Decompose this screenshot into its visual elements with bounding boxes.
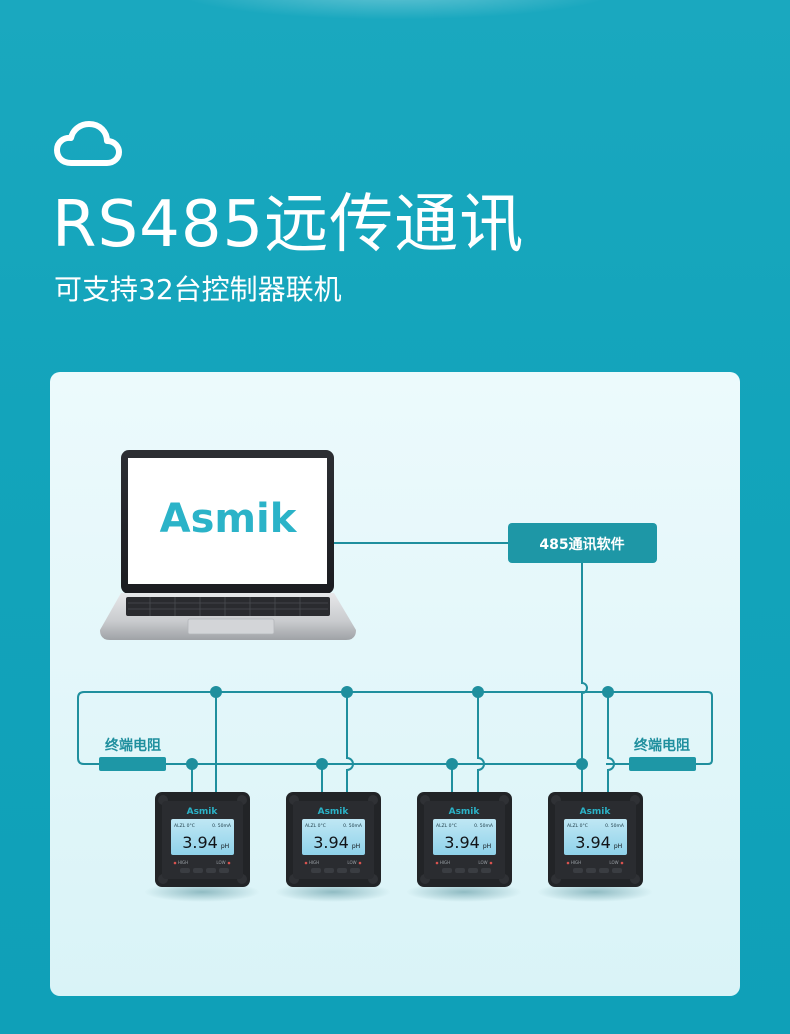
laptop-brand-logo: Asmik [160,496,298,542]
controller-reading: 3.94 [444,833,480,852]
controller-keypad [311,868,360,873]
page-title: RS485远传通讯 [52,188,525,262]
software-box: 485通讯软件 [508,523,657,563]
controller-keypad [442,868,491,873]
controller-lcd [171,819,234,855]
controller-brand: Asmik [580,807,612,817]
controller-status-right: 0. 50mA [212,823,232,829]
terminator-right: 终端电阻 [629,737,696,771]
controller-keypad [180,868,229,873]
controller-status-left: ALZL 0°C [174,823,195,829]
bus-line-a [216,691,713,765]
junction-node [472,686,484,698]
controller-reading: 3.94 [575,833,611,852]
junction-node [576,758,588,770]
controller-reading: 3.94 [182,833,218,852]
laptop-screen [128,458,327,584]
laptop-keyboard [126,597,330,616]
controller-status-left: ALZL 0°C [305,823,326,829]
controller-unit: Asmik ALZL 0°C 0. 50mA 3.94 pH HIGH LOW [275,792,391,902]
controller-high-label: HIGH [309,860,319,865]
page-subtitle: 可支持32台控制器联机 [54,273,342,306]
controller-lcd [564,819,627,855]
top-glow [170,0,620,20]
controller-low-label: LOW [478,860,487,865]
terminator-label: 终端电阻 [634,737,690,754]
controller-lcd [302,819,365,855]
controller-status-right: 0. 50mA [343,823,363,829]
controller-unit: Asmik ALZL 0°C 0. 50mA 3.94 pH HIGH LOW [144,792,260,902]
junction-node [446,758,458,770]
controller-brand: Asmik [318,807,350,817]
junction-node [341,686,353,698]
controller-unit: Asmik ALZL 0°C 0. 50mA 3.94 pH HIGH LOW [537,792,653,902]
terminator-left: 终端电阻 [99,737,166,771]
controller-keypad [573,868,622,873]
laptop-trackpad [187,618,275,635]
controllers: Asmik ALZL 0°C 0. 50mA 3.94 pH HIGH LOW … [144,792,653,902]
terminator-label: 终端电阻 [105,737,161,754]
junction-node [316,758,328,770]
controller-status-right: 0. 50mA [605,823,625,829]
controller-unit-label: pH [483,843,491,850]
controller-unit-label: pH [221,843,229,850]
laptop: Asmik [100,450,356,640]
controller-low-label: LOW [609,860,618,865]
controller-high-label: HIGH [440,860,450,865]
controller-brand: Asmik [187,807,219,817]
junction-node [602,686,614,698]
junction-node [186,758,198,770]
bus-wiring [77,542,713,795]
controller-unit-label: pH [352,843,360,850]
software-box-label: 485通讯软件 [539,536,624,553]
controller-status-left: ALZL 0°C [567,823,588,829]
keyboard-keys [128,597,328,616]
junction-node [210,686,222,698]
controller-low-label: LOW [347,860,356,865]
controller-status-right: 0. 50mA [474,823,494,829]
cloud-icon [54,121,122,166]
bus-junctions [186,686,614,770]
controller-unit-label: pH [614,843,622,850]
controller-low-label: LOW [216,860,225,865]
controller-unit: Asmik ALZL 0°C 0. 50mA 3.94 pH HIGH LOW [406,792,522,902]
controller-high-label: HIGH [571,860,581,865]
controller-status-left: ALZL 0°C [436,823,457,829]
device-drops [191,692,615,795]
controller-high-label: HIGH [178,860,188,865]
controller-brand: Asmik [449,807,481,817]
controller-lcd [433,819,496,855]
bus-line-b [77,691,606,765]
software-to-bus-line [581,563,588,764]
controller-reading: 3.94 [313,833,349,852]
